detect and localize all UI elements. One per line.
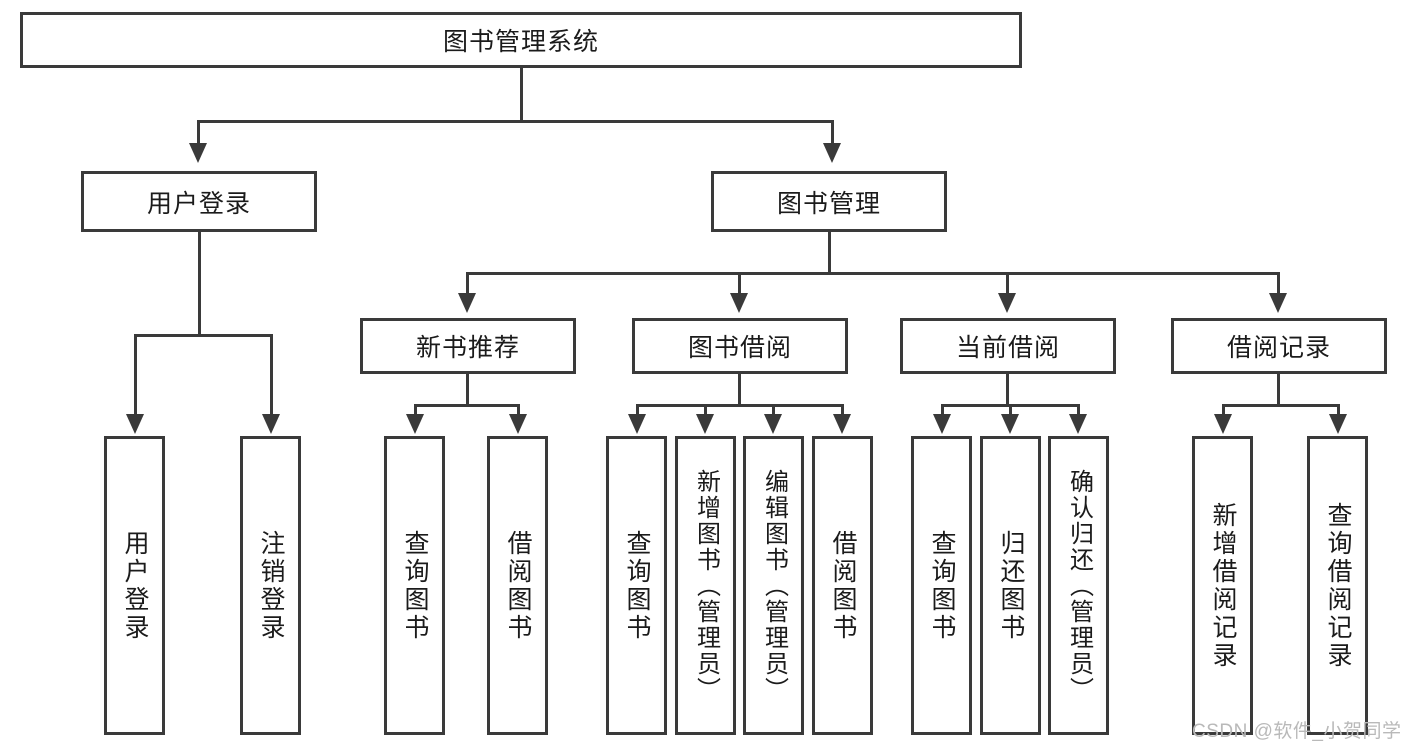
arrow-root-to-user-login: [189, 143, 207, 163]
node-borrow-record[interactable]: 借阅记录: [1171, 318, 1387, 374]
arrow-to-leaf-rec-query-record: [1329, 414, 1347, 434]
connector-book-borrow-bus: [636, 404, 844, 407]
connector-new-book-rec-drop-1: [414, 404, 417, 418]
arrow-to-leaf-logout: [262, 414, 280, 434]
connector-current-borrow-stem: [1006, 374, 1009, 406]
arrow-to-borrow-record: [1269, 293, 1287, 313]
leaf-cur-query-book[interactable]: 查询图书: [911, 436, 972, 735]
connector-book-borrow-drop-2: [704, 404, 707, 418]
connector-book-mgmt-drop-3: [1006, 272, 1009, 296]
arrow-to-leaf-borrow-edit-book: [764, 414, 782, 434]
leaf-cur-return-book[interactable]: 归还图书: [980, 436, 1041, 735]
connector-user-login-stem: [198, 232, 201, 336]
connector-current-borrow-drop-1: [941, 404, 944, 418]
connector-new-book-rec-stem: [466, 374, 469, 406]
node-root[interactable]: 图书管理系统: [20, 12, 1022, 68]
leaf-borrow-edit-book[interactable]: 编辑图书（管理员）: [743, 436, 804, 735]
connector-root-to-user-login: [197, 120, 200, 146]
node-current-borrow[interactable]: 当前借阅: [900, 318, 1116, 374]
connector-new-book-rec-drop-2: [517, 404, 520, 418]
connector-current-borrow-drop-3: [1077, 404, 1080, 418]
arrow-to-leaf-rec-query-book: [406, 414, 424, 434]
connector-borrow-record-stem: [1277, 374, 1280, 406]
arrow-to-leaf-rec-borrow-book: [509, 414, 527, 434]
node-book-borrow[interactable]: 图书借阅: [632, 318, 848, 374]
connector-book-borrow-stem: [738, 374, 741, 406]
arrow-to-leaf-cur-confirm-return: [1069, 414, 1087, 434]
arrow-to-leaf-rec-add-record: [1214, 414, 1232, 434]
leaf-logout[interactable]: 注销登录: [240, 436, 301, 735]
arrow-to-book-borrow: [730, 293, 748, 313]
arrow-to-leaf-cur-query-book: [933, 414, 951, 434]
connector-root-stem: [520, 68, 523, 120]
connector-user-login-left-drop: [134, 334, 137, 418]
arrow-to-current-borrow: [998, 293, 1016, 313]
connector-book-borrow-drop-4: [841, 404, 844, 418]
connector-book-mgmt-drop-2: [738, 272, 741, 296]
arrow-to-leaf-cur-return-book: [1001, 414, 1019, 434]
arrow-to-leaf-borrow-borrow-book: [833, 414, 851, 434]
connector-book-mgmt-stem: [828, 232, 831, 274]
csdn-watermark: CSDN @软件_小贺同学: [1192, 721, 1402, 742]
leaf-user-login[interactable]: 用户登录: [104, 436, 165, 735]
connector-book-mgmt-drop-4: [1277, 272, 1280, 296]
connector-book-mgmt-drop-1: [466, 272, 469, 296]
connector-user-login-right-drop: [270, 334, 273, 418]
leaf-rec-borrow-book[interactable]: 借阅图书: [487, 436, 548, 735]
leaf-rec-query-book[interactable]: 查询图书: [384, 436, 445, 735]
arrow-to-leaf-user-login: [126, 414, 144, 434]
connector-book-mgmt-bus: [466, 272, 1280, 275]
connector-user-login-bus: [134, 334, 273, 337]
connector-current-borrow-drop-2: [1009, 404, 1012, 418]
connector-borrow-record-bus: [1222, 404, 1340, 407]
arrow-to-new-book-rec: [458, 293, 476, 313]
arrow-to-leaf-borrow-add-book: [696, 414, 714, 434]
leaf-borrow-query-book[interactable]: 查询图书: [606, 436, 667, 735]
leaf-rec-query-record[interactable]: 查询借阅记录: [1307, 436, 1368, 735]
connector-book-borrow-drop-3: [772, 404, 775, 418]
node-user-login[interactable]: 用户登录: [81, 171, 317, 232]
connector-borrow-record-drop-1: [1222, 404, 1225, 418]
leaf-cur-confirm-return[interactable]: 确认归还（管理员）: [1048, 436, 1109, 735]
connector-root-to-book-mgmt: [831, 120, 834, 146]
connector-root-bus: [197, 120, 834, 123]
connector-borrow-record-drop-2: [1337, 404, 1340, 418]
arrow-root-to-book-mgmt: [823, 143, 841, 163]
connector-new-book-rec-bus: [414, 404, 520, 407]
connector-book-borrow-drop-1: [636, 404, 639, 418]
leaf-borrow-borrow-book[interactable]: 借阅图书: [812, 436, 873, 735]
leaf-rec-add-record[interactable]: 新增借阅记录: [1192, 436, 1253, 735]
arrow-to-leaf-borrow-query-book: [628, 414, 646, 434]
leaf-borrow-add-book[interactable]: 新增图书（管理员）: [675, 436, 736, 735]
node-new-book-recommendation[interactable]: 新书推荐: [360, 318, 576, 374]
node-book-management[interactable]: 图书管理: [711, 171, 947, 232]
